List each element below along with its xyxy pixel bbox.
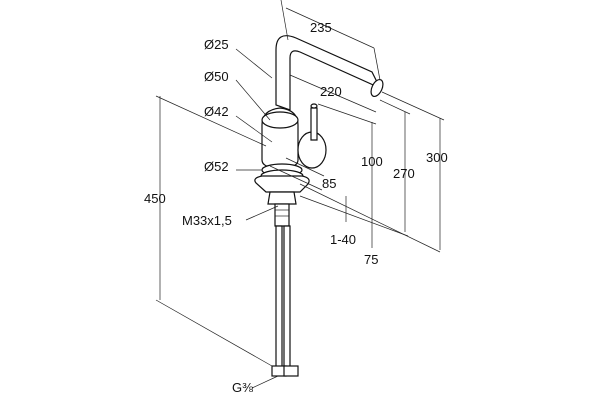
label-body-diameter: Ø50 (204, 69, 229, 84)
label-spout-height: 270 (393, 166, 415, 181)
label-spout-length-inner: 220 (320, 84, 342, 99)
label-spout-length-outer: 235 (310, 20, 332, 35)
dimension-lines (155, 0, 445, 389)
label-thread: M33x1,5 (182, 213, 232, 228)
label-lever-diameter: Ø42 (204, 104, 229, 119)
faucet-outline (254, 35, 384, 377)
dimension-labels: 235 220 Ø25 Ø50 Ø42 Ø52 100 270 300 85 4… (144, 20, 448, 395)
label-overall-height: 300 (426, 150, 448, 165)
label-total-length: 450 (144, 191, 166, 206)
label-base-diameter: Ø52 (204, 159, 229, 174)
label-connection: G⅜ (232, 380, 253, 395)
label-spout-diameter: Ø25 (204, 37, 229, 52)
label-lever-depth: 85 (322, 176, 336, 191)
label-lever-height: 100 (361, 154, 383, 169)
label-offset: 75 (364, 252, 378, 267)
label-deck-thickness: 1-40 (330, 232, 356, 247)
